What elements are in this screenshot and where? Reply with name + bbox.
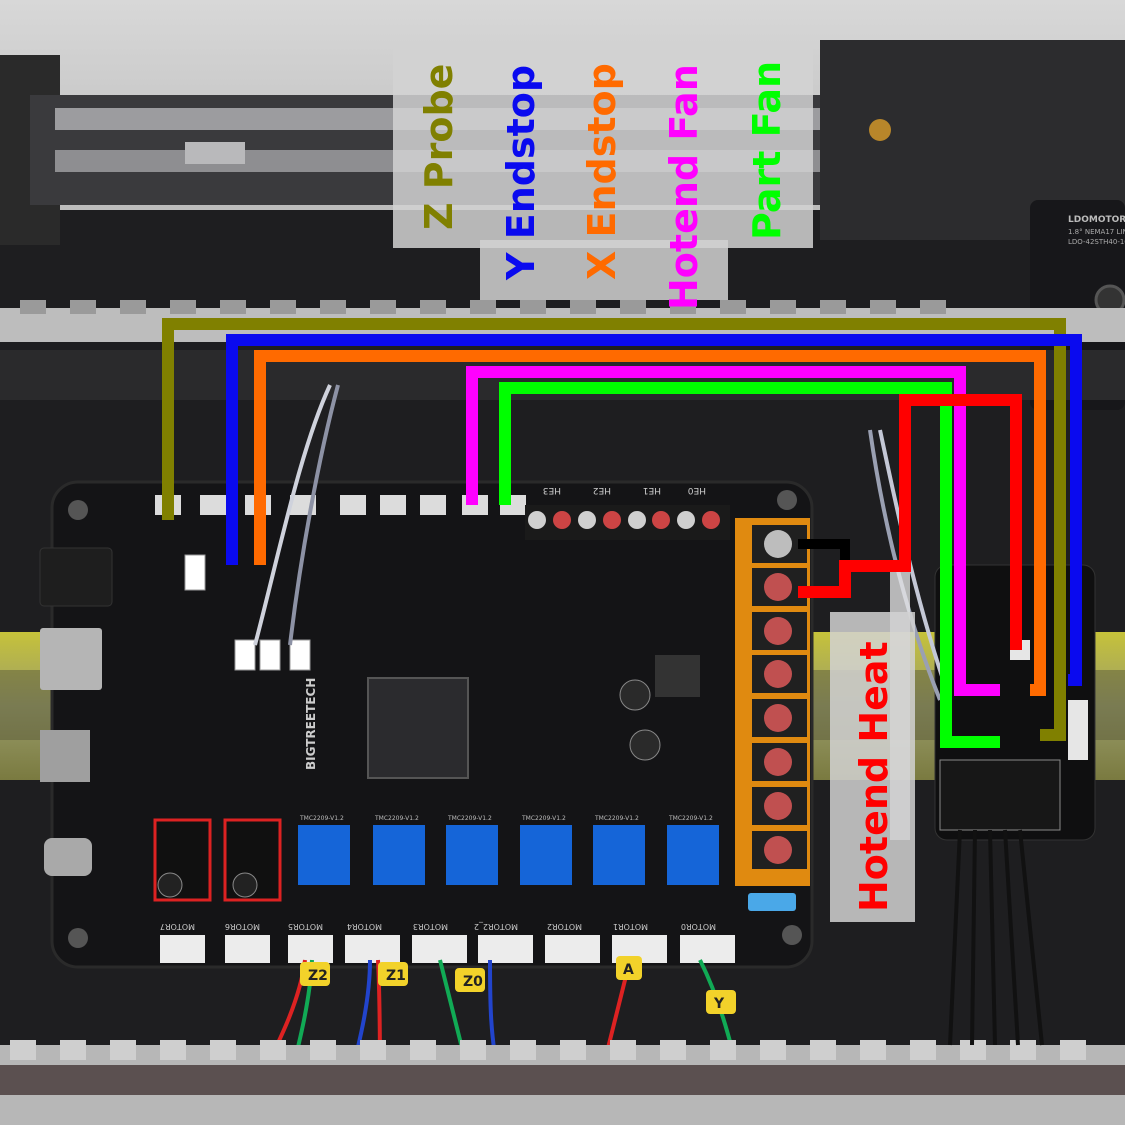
heater-screws <box>528 511 720 529</box>
svg-text:TMC2209-V1.2: TMC2209-V1.2 <box>521 815 566 822</box>
mount-hole-tr <box>777 490 797 510</box>
endstop-wire <box>253 384 332 646</box>
y-endstop-trace <box>226 334 1082 686</box>
he2-label: HE2 <box>593 485 611 495</box>
cable-tags: Z2 Z1 Z0 A Y <box>300 956 736 1014</box>
toolhead-connector <box>939 759 1061 831</box>
inductor <box>655 655 700 697</box>
svg-text:MOTOR2: MOTOR2 <box>547 922 582 931</box>
mount-hole-br <box>782 925 802 945</box>
usb-a-port <box>40 628 102 690</box>
svg-text:Z0: Z0 <box>463 974 483 990</box>
svg-text:MOTOR7: MOTOR7 <box>160 922 195 931</box>
svg-text:MOTOR2_2: MOTOR2_2 <box>474 922 518 931</box>
duct-teeth-top <box>20 300 946 314</box>
capacitor-1 <box>619 679 651 711</box>
annotation-traces <box>162 318 1082 748</box>
hotend-heat-return-trace <box>798 539 850 560</box>
stepper-model: 1.8° NEMA17 LIN <box>1068 228 1125 236</box>
svg-text:MOTOR6: MOTOR6 <box>225 922 260 931</box>
label-hotend-heat: Hotend Heat <box>852 641 896 912</box>
mount-hole-bl <box>68 928 88 948</box>
svg-text:Z1: Z1 <box>386 968 406 984</box>
label-hotend-fan: Hotend Fan <box>662 64 706 310</box>
mcu-chip <box>367 677 469 779</box>
label-z-probe: Z Probe <box>417 64 461 230</box>
stepper-part: LDO-42STH40-1684 <box>1068 238 1125 246</box>
stepper-drivers <box>298 825 719 885</box>
motor-headers <box>160 935 735 963</box>
mount-hole-tl <box>68 500 88 520</box>
hotend-fan-trace <box>466 366 1000 696</box>
svg-text:MOTOR3: MOTOR3 <box>413 922 448 931</box>
label-x-endstop: X Endstop <box>580 63 624 280</box>
rail-clip <box>185 142 245 164</box>
hotend-heat-trace <box>798 394 1022 650</box>
jst-connectors <box>184 554 311 671</box>
ethernet-port <box>39 547 113 607</box>
he1-label: HE1 <box>643 485 661 495</box>
stepper-brand: LDOMOTORS <box>1068 215 1125 225</box>
svg-text:MOTOR5: MOTOR5 <box>288 922 323 931</box>
svg-text:Y: Y <box>713 996 725 1012</box>
svg-text:TMC2209-V1.2: TMC2209-V1.2 <box>668 815 713 822</box>
sd-card-slot <box>40 730 90 782</box>
svg-text:TMC2209-V1.2: TMC2209-V1.2 <box>299 815 344 822</box>
z-probe-trace <box>162 318 1066 741</box>
label-panel-tail <box>480 240 728 300</box>
label-part-fan: Part Fan <box>745 61 789 240</box>
svg-text:MOTOR0: MOTOR0 <box>681 922 716 931</box>
part-fan-trace <box>499 382 1000 748</box>
svg-text:MOTOR1: MOTOR1 <box>613 922 648 931</box>
toolhead-cable <box>948 829 1044 1046</box>
driver-labels: TMC2209-V1.2 TMC2209-V1.2 TMC2209-V1.2 T… <box>299 815 713 822</box>
svg-text:TMC2209-V1.2: TMC2209-V1.2 <box>374 815 419 822</box>
label-panel-top <box>393 38 813 248</box>
svg-text:TMC2209-V1.2: TMC2209-V1.2 <box>594 815 639 822</box>
board-brand: BIGTREETECH <box>304 678 318 770</box>
svg-text:A: A <box>623 962 634 978</box>
svg-text:TMC2209-V1.2: TMC2209-V1.2 <box>447 815 492 822</box>
capacitor-2 <box>629 729 661 761</box>
he3-label: HE3 <box>543 485 561 495</box>
brass-insert <box>869 119 891 141</box>
empty-driver-sockets <box>153 818 282 902</box>
thermistor-wire <box>868 429 942 701</box>
motor-labels: MOTOR7 MOTOR6 MOTOR5 MOTOR4 MOTOR3 MOTOR… <box>160 922 716 931</box>
bottom-wire-bundle <box>0 1065 1125 1095</box>
fuse <box>748 893 796 911</box>
endstop-wire-2 <box>288 384 340 646</box>
power-terminal-screws <box>752 525 807 869</box>
usb-c-port <box>44 838 92 876</box>
x-endstop-trace <box>254 350 1046 696</box>
label-panel-heat <box>830 612 915 922</box>
he0-label: HE0 <box>688 485 706 495</box>
svg-text:Z2: Z2 <box>308 968 328 984</box>
label-y-endstop: Y Endstop <box>499 65 543 281</box>
svg-text:MOTOR4: MOTOR4 <box>347 922 382 931</box>
